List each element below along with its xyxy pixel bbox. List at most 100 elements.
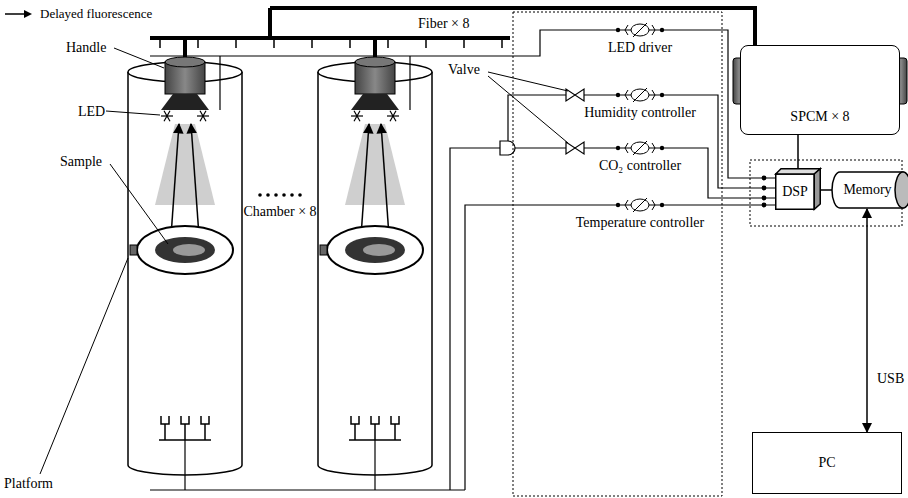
leaf-sample [173, 244, 205, 256]
led-symbol [200, 116, 203, 121]
node-text: SPCM × 8 [790, 109, 849, 124]
handle-top [355, 57, 395, 67]
controller-symbol [631, 24, 649, 36]
gas-wire [150, 489, 465, 490]
led-holder [351, 94, 399, 110]
controller-symbol [631, 89, 649, 101]
controller-symbol [625, 143, 628, 153]
led-symbol [393, 111, 396, 116]
node-text: PC [818, 455, 835, 470]
controller-symbol [652, 200, 655, 210]
legend-item: Delayed fluorescence [4, 6, 152, 22]
controller-symbol [633, 141, 647, 155]
ellipsis-dot [290, 193, 294, 197]
controller-symbol [652, 25, 655, 35]
led-symbol [390, 111, 393, 116]
stand [201, 416, 209, 424]
led-symbol [203, 111, 206, 116]
connector [821, 189, 832, 191]
connector [866, 209, 868, 432]
legend-text: Delayed fluorescence [40, 6, 152, 22]
controller-symbol [633, 88, 647, 102]
led-symbol [357, 111, 360, 116]
controller-symbol [652, 90, 655, 100]
gas-wire [184, 440, 185, 490]
fluorescence-arrow [361, 124, 369, 236]
controller-label: Humidity controller [584, 105, 696, 120]
light-cone [155, 124, 215, 205]
control-unit-region [513, 12, 722, 496]
processor-block: DSP [775, 168, 821, 210]
part-label: Handle [66, 40, 106, 55]
memory-cylinder: Memory [832, 171, 908, 209]
terminal-dot [616, 93, 620, 97]
led-symbol [167, 111, 170, 116]
fiber-tick [349, 38, 351, 48]
platform-knob [130, 245, 137, 255]
terminal-dot [762, 176, 767, 181]
fiber-tick [425, 38, 427, 48]
led-symbol [167, 116, 170, 121]
controller-symbol [652, 143, 655, 153]
fiber-tick [197, 38, 199, 48]
stand [394, 424, 396, 440]
handle-top [165, 57, 205, 67]
leader-line [488, 76, 568, 143]
stand [161, 416, 169, 424]
led-symbol [164, 116, 167, 121]
gas-wire [450, 148, 500, 490]
controller-symbol [633, 23, 647, 37]
signal-wire [662, 204, 775, 205]
led-symbol [393, 116, 396, 121]
leaf-sample [345, 237, 405, 263]
controller-symbol [625, 25, 628, 35]
stand [371, 416, 379, 424]
part-label: Platform [4, 476, 53, 491]
stand [391, 416, 399, 424]
controller-symbol [631, 142, 649, 154]
stand [374, 424, 376, 440]
connector-label: USB [875, 371, 906, 387]
platform-ring [327, 226, 423, 274]
fiber-tick [273, 38, 275, 48]
stand [181, 416, 189, 424]
terminal-dot [616, 28, 620, 32]
fiber-tick [501, 38, 503, 48]
chamber-body [318, 72, 432, 475]
valve-symbol [566, 142, 584, 154]
fiber-tick [463, 38, 465, 48]
legend-arrow [4, 8, 34, 20]
led-wire [150, 30, 618, 56]
part-label: Valve [448, 62, 480, 77]
terminal-dot [616, 146, 620, 150]
leader-line [106, 111, 160, 115]
light-cone [345, 124, 405, 205]
stand [351, 416, 359, 424]
temperature-wire [465, 205, 618, 490]
fiber-tick [159, 38, 161, 48]
ellipsis-dot [274, 193, 278, 197]
fluorescence-arrow [171, 124, 179, 236]
node-text: Memory [843, 182, 891, 197]
ellipsis-dot [298, 193, 302, 197]
led-symbol [354, 111, 357, 116]
led-wire [409, 56, 410, 110]
node-text: DSP [782, 184, 808, 199]
fluorescence-arrow [381, 124, 389, 236]
detector-box: SPCM × 8 [740, 45, 900, 135]
platform-knob [320, 245, 327, 255]
leader-line [488, 72, 568, 91]
led-wire [219, 56, 220, 110]
ellipsis-dot [258, 193, 262, 197]
fiber-bundle [150, 36, 510, 40]
stand [164, 424, 166, 440]
controller-symbol [633, 198, 647, 212]
controller-label: CO₂ controller [599, 158, 681, 173]
led-symbol [390, 116, 393, 121]
led-symbol [164, 111, 167, 116]
ellipsis-dot [282, 193, 286, 197]
chamber-body [128, 72, 242, 475]
part-label: Chamber × 8 [243, 204, 316, 219]
controller-label: Temperature controller [576, 215, 704, 230]
